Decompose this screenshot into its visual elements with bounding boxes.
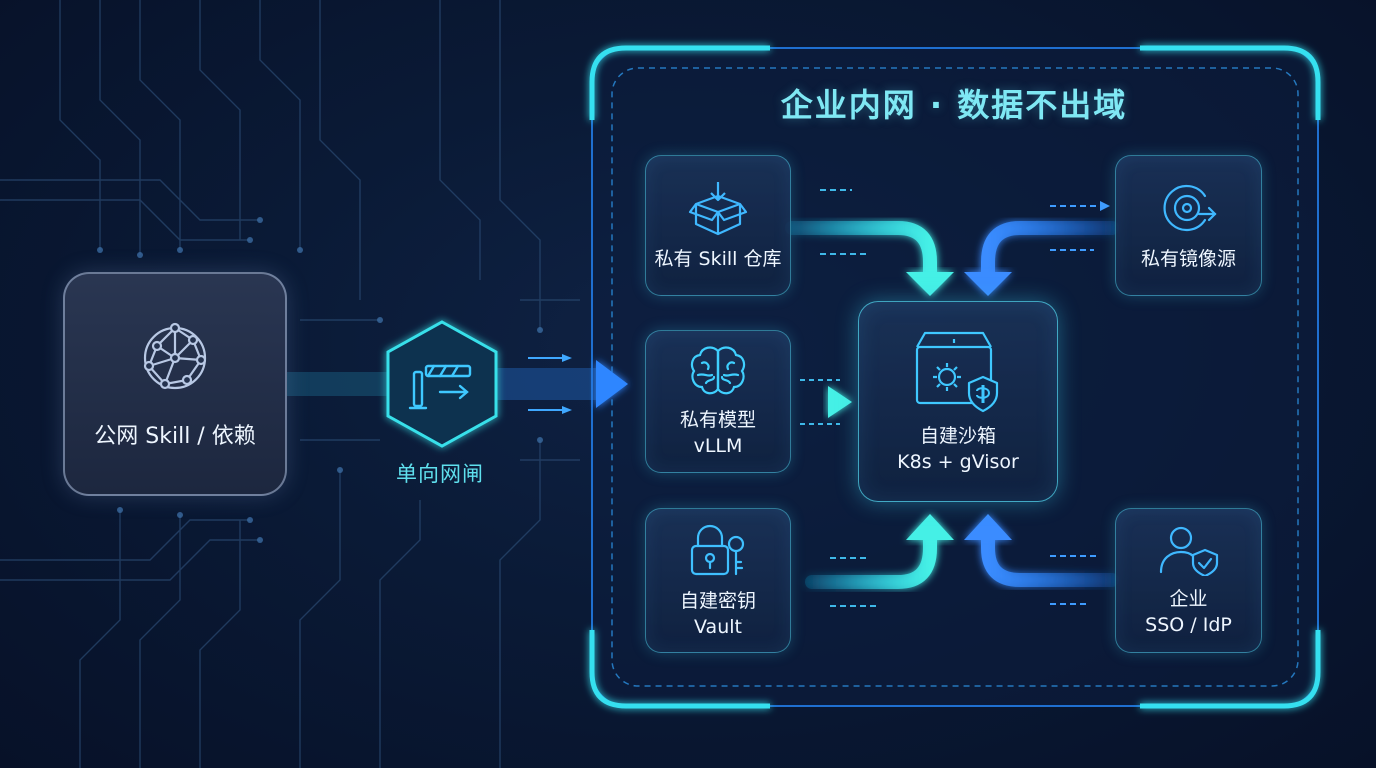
model-label-2: vLLM xyxy=(693,434,743,457)
vault-node: 自建密钥 Vault xyxy=(645,508,791,653)
sandbox-node: 自建沙箱 K8s + gVisor xyxy=(858,301,1058,502)
skill-repo-node: 私有 Skill 仓库 xyxy=(645,155,791,296)
sso-label-1: 企业 xyxy=(1169,587,1208,610)
sso-node: 企业 SSO / IdP xyxy=(1115,508,1262,653)
arrow-image-to-sandbox xyxy=(964,201,1119,296)
barrier-gate-icon xyxy=(408,364,472,410)
model-label-1: 私有模型 xyxy=(679,408,756,431)
sandbox-label-1: 自建沙箱 xyxy=(919,424,996,447)
package-download-icon xyxy=(688,181,748,235)
network-globe-icon xyxy=(143,322,207,390)
image-registry-node: 私有镜像源 xyxy=(1115,155,1262,296)
main-flow-arrow xyxy=(287,354,628,414)
sandbox-gear-shield-icon xyxy=(915,331,999,412)
arrow-vault-to-sandbox xyxy=(805,514,954,607)
sso-label-2: SSO / IdP xyxy=(1145,613,1232,636)
gateway-hexagon xyxy=(386,320,498,448)
circuit-traces xyxy=(0,0,580,768)
vault-label-2: Vault xyxy=(694,615,742,638)
circuit-nodes xyxy=(97,217,543,543)
disc-arrow-icon xyxy=(1163,184,1217,231)
vault-label-1: 自建密钥 xyxy=(679,589,756,612)
model-node: 私有模型 vLLM xyxy=(645,330,791,473)
arrow-sso-to-sandbox xyxy=(964,514,1119,605)
arrow-model-to-sandbox xyxy=(792,379,852,425)
sandbox-label-2: K8s + gVisor xyxy=(897,450,1019,473)
public-source-label: 公网 Skill / 依赖 xyxy=(94,424,256,449)
image-registry-label: 私有镜像源 xyxy=(1140,247,1236,270)
user-shield-icon xyxy=(1159,526,1218,576)
lock-key-icon xyxy=(690,524,745,575)
gateway-label: 单向网闸 xyxy=(396,462,484,486)
arrow-skill-to-sandbox xyxy=(785,189,954,296)
public-source-node: 公网 Skill / 依赖 xyxy=(63,272,287,496)
brain-icon xyxy=(690,345,746,394)
skill-repo-label: 私有 Skill 仓库 xyxy=(654,247,782,270)
intranet-title: 企业内网 · 数据不出域 xyxy=(780,86,1128,124)
